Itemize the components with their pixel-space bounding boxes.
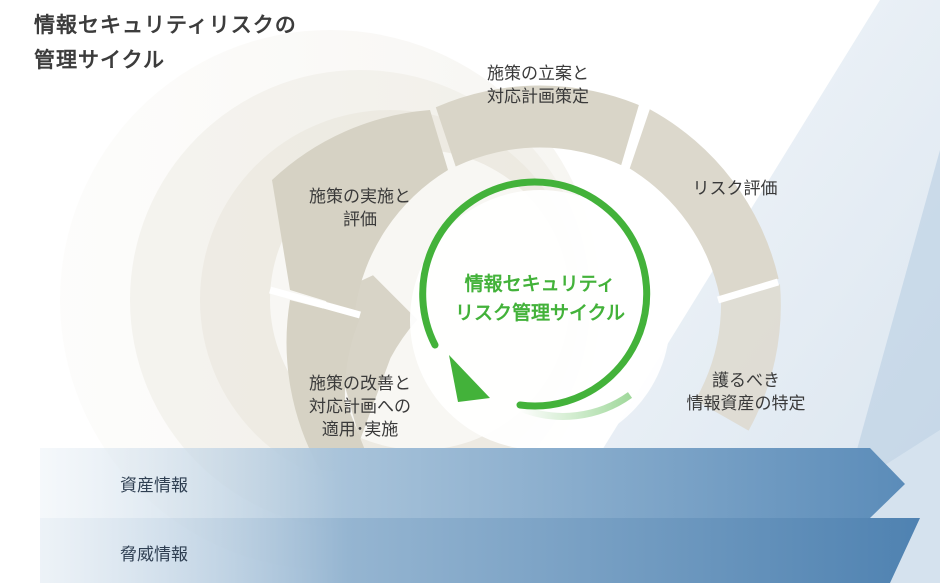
page-title: 情報セキュリティリスクの 管理サイクル [34, 8, 297, 78]
segment-implement [272, 110, 448, 310]
page-title-line1: 情報セキュリティリスクの [34, 13, 297, 37]
segment-plan [435, 85, 645, 167]
cycle-ring [272, 85, 781, 475]
step-identify-label: 護るべき 情報資産の特定 [686, 371, 806, 414]
step-plan-label: 施策の立案と 対応計画策定 [487, 64, 589, 107]
segment-dividers [269, 99, 780, 319]
threat-band [40, 518, 920, 583]
page-title-line2: 管理サイクル [34, 48, 165, 72]
cycle-center-label: 情報セキュリティ リスク管理サイクル [454, 273, 626, 324]
asset-band [40, 448, 905, 518]
step-risk-eval-label: リスク評価 [692, 179, 778, 199]
cycle-arrow [419, 178, 651, 420]
step-improve-label: 施策の改善と 対応計画への 適用･実施 [309, 374, 411, 440]
arrowhead-icon [449, 355, 490, 402]
segment-improve-lower [286, 300, 375, 475]
segment-identify [695, 284, 781, 431]
threat-band-label: 脅威情報 [120, 545, 188, 565]
segment-risk-eval [629, 109, 779, 297]
asset-band-label: 資産情報 [120, 476, 188, 496]
step-implement-label: 施策の実施と 評価 [309, 187, 411, 230]
